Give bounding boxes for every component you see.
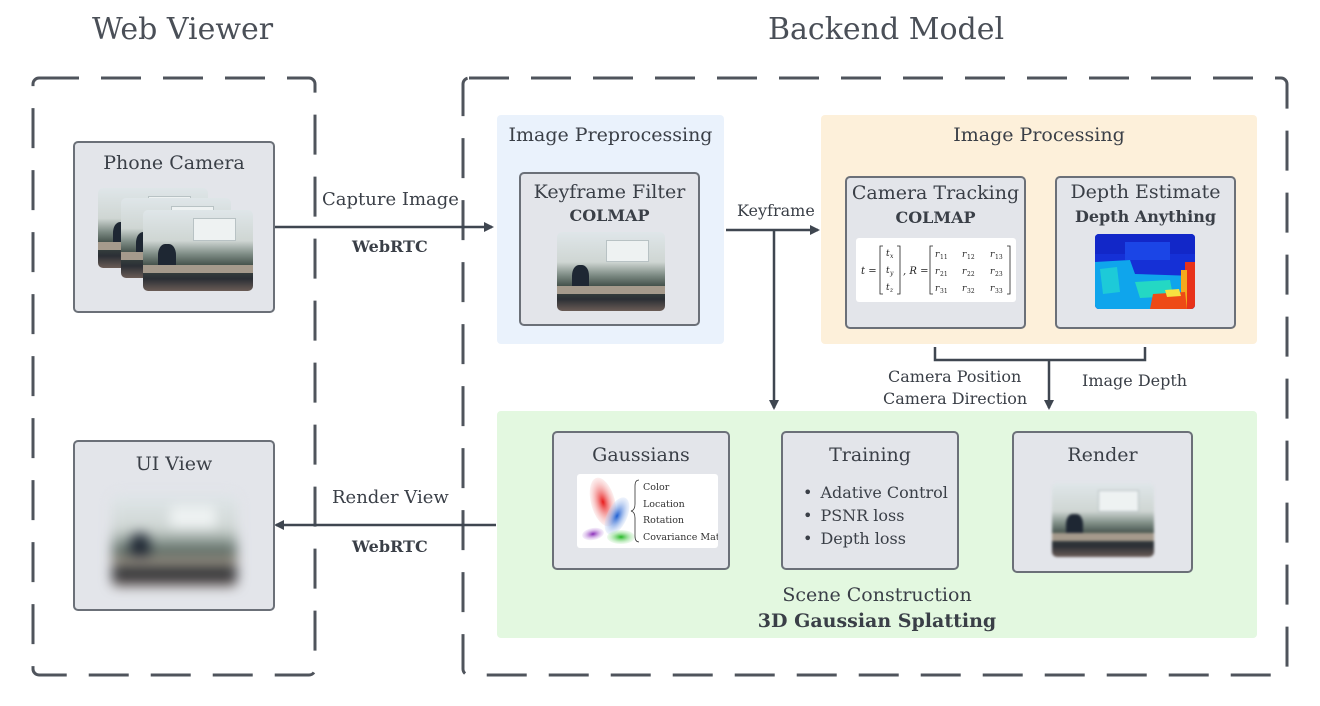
svg-text:t =: t = [861, 266, 877, 277]
gaussian-attribute: Rotation [643, 515, 685, 526]
training-item: Depth loss [803, 527, 948, 550]
depth-map-shapes [1095, 234, 1195, 309]
keyframe-filter-method: COLMAP [569, 206, 650, 225]
svg-text:13: 13 [995, 254, 1003, 261]
camera-position-label: Camera Position [888, 367, 1022, 386]
gaussian-attribute: Color [643, 482, 670, 493]
camera-frame-3 [143, 210, 253, 291]
svg-text:t: t [886, 283, 890, 293]
svg-text:, R =: , R = [903, 266, 928, 277]
training-title: Training [829, 444, 911, 466]
web-viewer-title: Web Viewer [92, 12, 274, 47]
svg-text:z: z [889, 287, 894, 294]
depth-estimate-method: Depth Anything [1074, 207, 1217, 226]
keyframe-filter-title: Keyframe Filter [533, 181, 686, 203]
render-title: Render [1067, 444, 1138, 466]
svg-text:r: r [990, 267, 995, 277]
camera-direction-label: Camera Direction [883, 389, 1028, 408]
web-viewer-container [31, 76, 317, 677]
render-panel: Render [1012, 431, 1193, 573]
image-preprocessing-title: Image Preprocessing [508, 124, 713, 146]
svg-text:12: 12 [967, 254, 975, 261]
phone-camera-title: Phone Camera [103, 152, 245, 174]
capture-image-label: Capture Image [322, 189, 459, 210]
keyframe-image [557, 232, 665, 311]
svg-text:x: x [890, 253, 894, 260]
training-list: Adative Control PSNR loss Depth loss [803, 481, 948, 550]
gaussian-attributes: Color Location Rotation Covariance Matri… [643, 480, 718, 546]
phone-camera-panel: Phone Camera [73, 141, 275, 313]
backend-model-title: Backend Model [768, 12, 1005, 47]
capture-protocol-label: WebRTC [352, 237, 428, 256]
gaussians-title: Gaussians [592, 444, 690, 466]
processing-bracket [933, 347, 1147, 362]
gaussians-illustration: Color Location Rotation Covariance Matri… [577, 474, 718, 548]
image-depth-label: Image Depth [1082, 371, 1188, 390]
svg-text:t: t [886, 249, 890, 259]
svg-text:r: r [935, 267, 940, 277]
ui-view-image [112, 495, 237, 586]
camera-tracking-title: Camera Tracking [851, 182, 1020, 204]
svg-text:r: r [962, 284, 967, 294]
svg-text:11: 11 [940, 254, 948, 261]
svg-text:21: 21 [940, 271, 948, 278]
gaussian-ellipses [582, 477, 640, 544]
depth-map-image [1095, 234, 1195, 309]
ui-view-title: UI View [135, 453, 213, 475]
render-view-label: Render View [332, 487, 449, 508]
training-item: PSNR loss [803, 504, 948, 527]
svg-text:r: r [962, 267, 967, 277]
svg-text:r: r [962, 250, 967, 260]
keyframe-filter-panel: Keyframe Filter COLMAP [519, 172, 700, 326]
render-protocol-label: WebRTC [352, 537, 428, 556]
gaussian-attribute: Location [643, 498, 685, 510]
keyframe-label: Keyframe [737, 201, 815, 220]
gaussians-panel: Gaussians Color Location Rotation Covari… [552, 431, 730, 570]
svg-text:22: 22 [967, 271, 975, 278]
backend-model-container [461, 76, 1289, 677]
scene-construction-title: Scene Construction [782, 584, 972, 606]
svg-text:32: 32 [967, 288, 975, 295]
depth-estimate-panel: Depth Estimate Depth Anything [1055, 176, 1236, 329]
render-image [1052, 483, 1154, 557]
training-item: Adative Control [803, 481, 947, 504]
svg-text:r: r [990, 250, 995, 260]
svg-text:t: t [886, 266, 890, 276]
svg-text:r: r [990, 284, 995, 294]
gaussian-attribute: Covariance Matrix [643, 531, 718, 543]
svg-text:y: y [889, 270, 894, 277]
svg-text:r: r [935, 250, 940, 260]
image-processing-title: Image Processing [953, 124, 1125, 146]
svg-text:r: r [935, 284, 940, 294]
depth-estimate-title: Depth Estimate [1070, 181, 1221, 203]
svg-text:23: 23 [995, 271, 1003, 278]
camera-tracking-method: COLMAP [895, 208, 976, 227]
svg-text:31: 31 [940, 288, 948, 295]
ui-view-panel: UI View [73, 440, 275, 611]
training-panel: Training Adative Control PSNR loss Depth… [781, 431, 959, 570]
scene-construction-method: 3D Gaussian Splatting [757, 610, 997, 632]
svg-text:33: 33 [995, 288, 1003, 295]
